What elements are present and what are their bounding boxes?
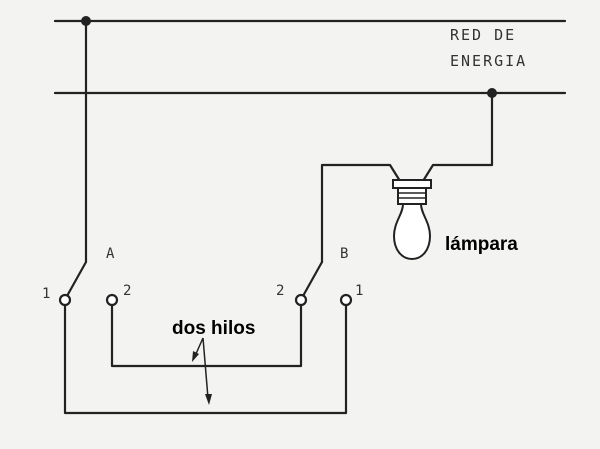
switch-b-terminal-2-label: 2 (276, 283, 284, 299)
switch-b-label: B (340, 246, 348, 262)
wire-switch-b-to-lamp (320, 163, 402, 264)
wire-lamp-to-power-line (421, 91, 494, 183)
switch-a-lever (65, 260, 88, 298)
traveler-wire-lower (63, 303, 348, 415)
switch-a-terminal-1-label: 1 (42, 286, 50, 302)
power-network-label-line2: ENERGIA (450, 52, 527, 70)
lamp-bulb-icon (392, 179, 432, 261)
power-network-label-line1: RED DE (450, 26, 516, 44)
lamp-label: lámpara (445, 234, 518, 255)
switch-a-terminal-1 (58, 293, 72, 307)
switch-b-lever (301, 260, 324, 298)
switch-a-terminal-2 (105, 293, 119, 307)
switch-b-terminal-1 (339, 293, 353, 307)
switch-a-label: A (106, 246, 115, 262)
two-wires-label: dos hilos (172, 318, 255, 339)
switch-b-terminal-2 (294, 293, 308, 307)
traveler-wire-upper (110, 303, 303, 368)
switch-a-terminal-2-label: 2 (123, 283, 131, 299)
switch-b-terminal-1-label: 1 (355, 283, 363, 299)
two-wires-pointer-arrows (192, 337, 212, 405)
